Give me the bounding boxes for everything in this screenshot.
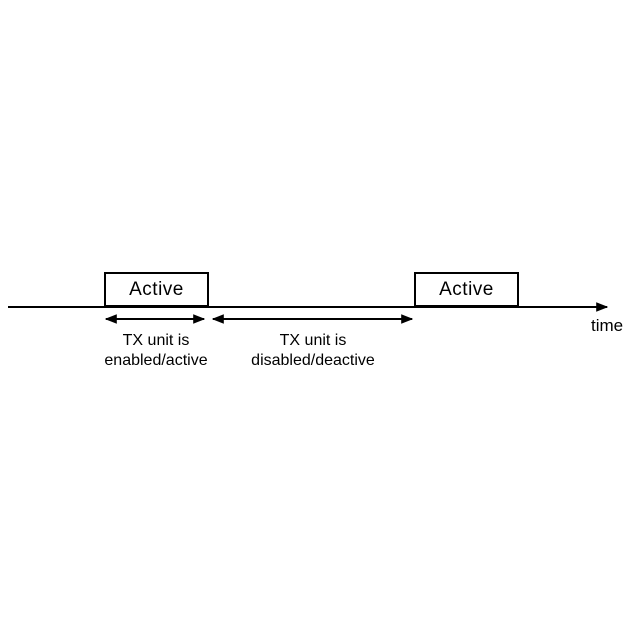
time-axis-label: time [591,316,624,335]
enabled-annotation: TX unit is enabled/active [66,331,246,371]
disabled-annotation: TX unit is disabled/deactive [223,331,403,371]
active-block-2: Active [414,272,519,307]
active-block-1-label: Active [129,278,184,300]
disabled-annotation-line1: TX unit is [279,332,347,349]
enabled-annotation-line2: enabled/active [104,352,208,369]
active-block-2-label: Active [439,278,494,300]
disabled-annotation-line2: disabled/deactive [251,352,375,369]
enabled-annotation-line1: TX unit is [122,332,190,349]
active-block-1: Active [104,272,209,307]
